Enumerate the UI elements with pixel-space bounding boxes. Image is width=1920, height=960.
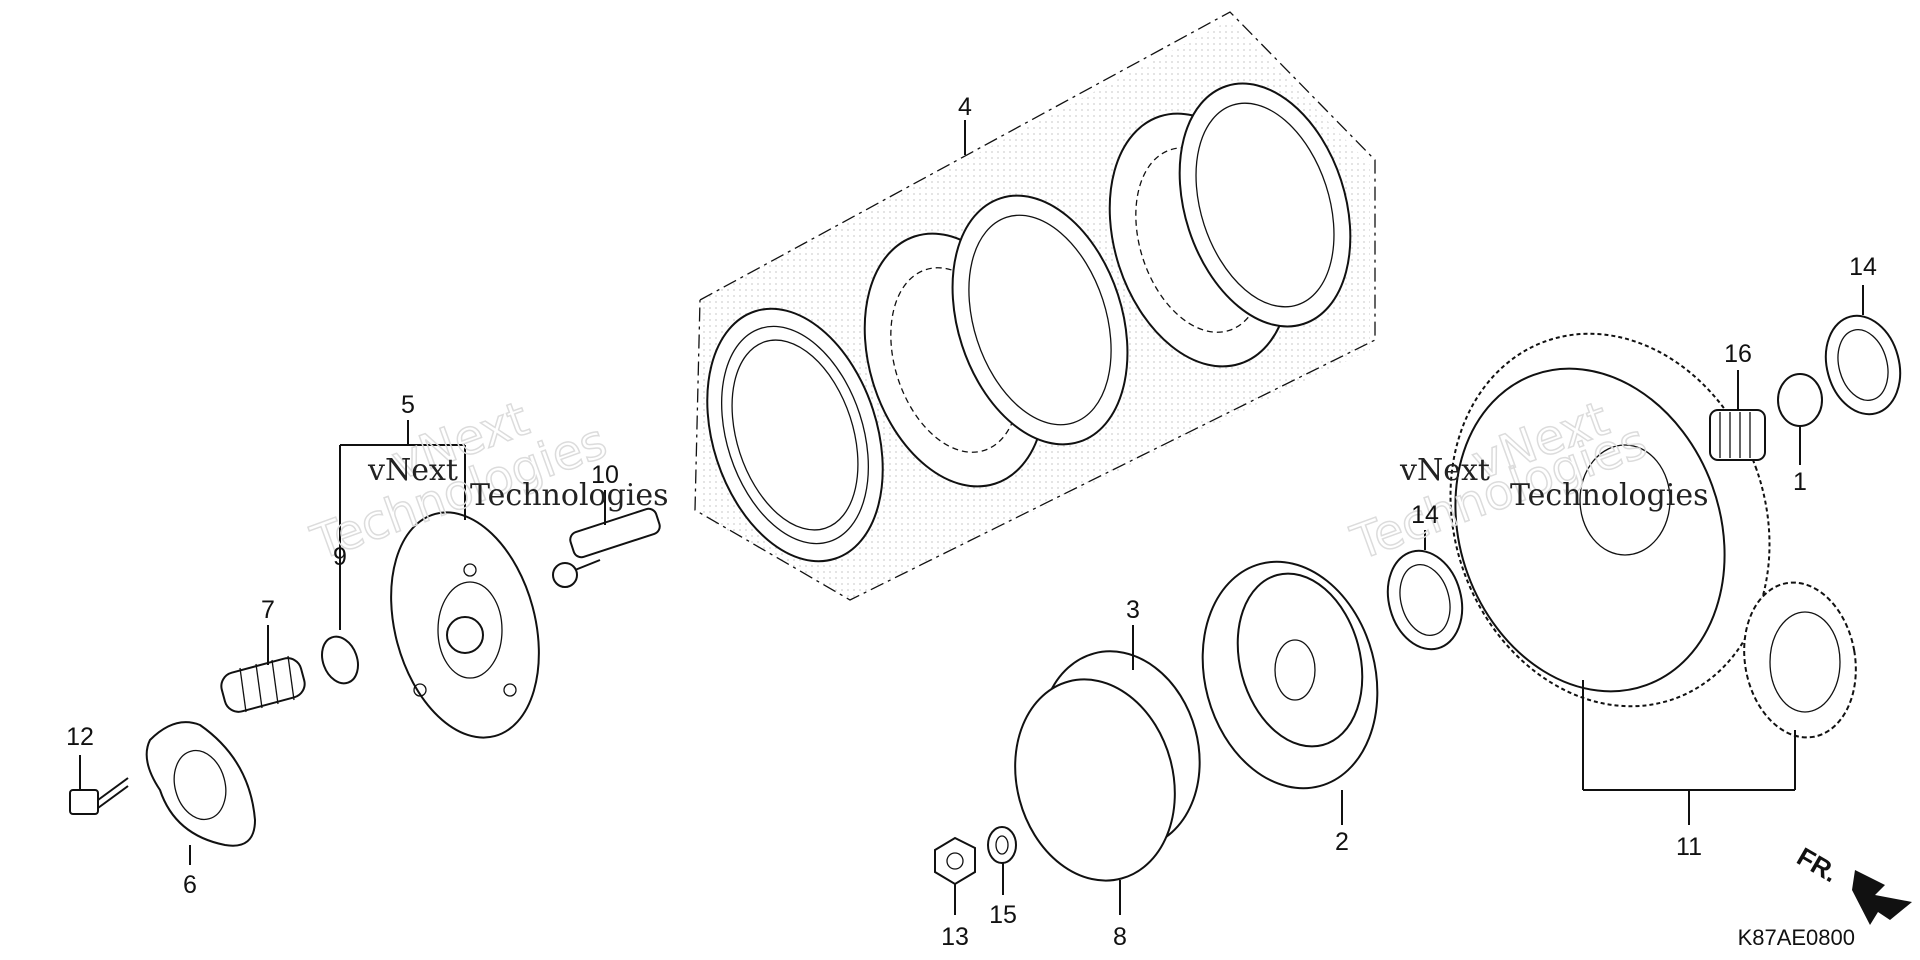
- callout-5: 5: [401, 391, 415, 419]
- callout-9: 9: [333, 543, 347, 571]
- primary-driven-gear: [1743, 581, 1857, 739]
- callout-1: 1: [1793, 468, 1807, 496]
- needle-bearing: [1709, 409, 1766, 461]
- callout-13: 13: [941, 923, 969, 951]
- svg-text:vNext: vNext: [1399, 453, 1490, 488]
- lock-washer: [987, 826, 1017, 864]
- lifter-plate: [145, 721, 257, 847]
- clutch-outer: [1449, 332, 1771, 708]
- lifter-rod: [552, 507, 661, 588]
- thrust-washer: [1386, 549, 1464, 651]
- friction-disc: [1178, 82, 1352, 328]
- callout-14-center: 14: [1411, 501, 1439, 529]
- watermark-caption-left: vNext Technologies: [367, 453, 669, 513]
- callout-10: 10: [591, 461, 619, 489]
- snap-ring: [321, 635, 359, 685]
- callout-16: 16: [1724, 340, 1752, 368]
- diagram-code: K87AE0800: [1738, 925, 1855, 950]
- lock-nut: [934, 836, 976, 886]
- friction-disc: [706, 307, 884, 563]
- clutch-plate-set: [694, 11, 1376, 601]
- svg-text:Technologies: Technologies: [1510, 478, 1709, 513]
- clutch-spring: [220, 655, 306, 713]
- svg-text:Technologies: Technologies: [470, 478, 669, 513]
- callout-6: 6: [183, 871, 197, 899]
- svg-text:FR.: FR.: [1792, 841, 1843, 888]
- friction-disc: [951, 194, 1129, 446]
- callout-8: 8: [1113, 923, 1127, 951]
- callout-3: 3: [1126, 596, 1140, 624]
- front-direction-arrow: FR.: [1792, 841, 1912, 925]
- callout-4: 4: [958, 93, 972, 121]
- callout-15: 15: [989, 901, 1017, 929]
- thrust-washer: [1824, 314, 1902, 416]
- callout-11: 11: [1676, 833, 1702, 861]
- flange-bolt: [69, 777, 129, 815]
- pressure-plate: [390, 511, 540, 739]
- callout-14-right: 14: [1849, 253, 1877, 281]
- bushing: [1777, 373, 1823, 427]
- judder-spring: [1014, 678, 1176, 882]
- callout-12: 12: [66, 723, 94, 751]
- leader-lines: [79, 120, 1864, 915]
- watermark-caption-right: vNext Technologies: [1399, 453, 1709, 513]
- clutch-center: [1201, 560, 1379, 790]
- callout-7: 7: [261, 596, 275, 624]
- svg-text:vNext: vNext: [367, 453, 458, 488]
- callout-2: 2: [1335, 828, 1349, 856]
